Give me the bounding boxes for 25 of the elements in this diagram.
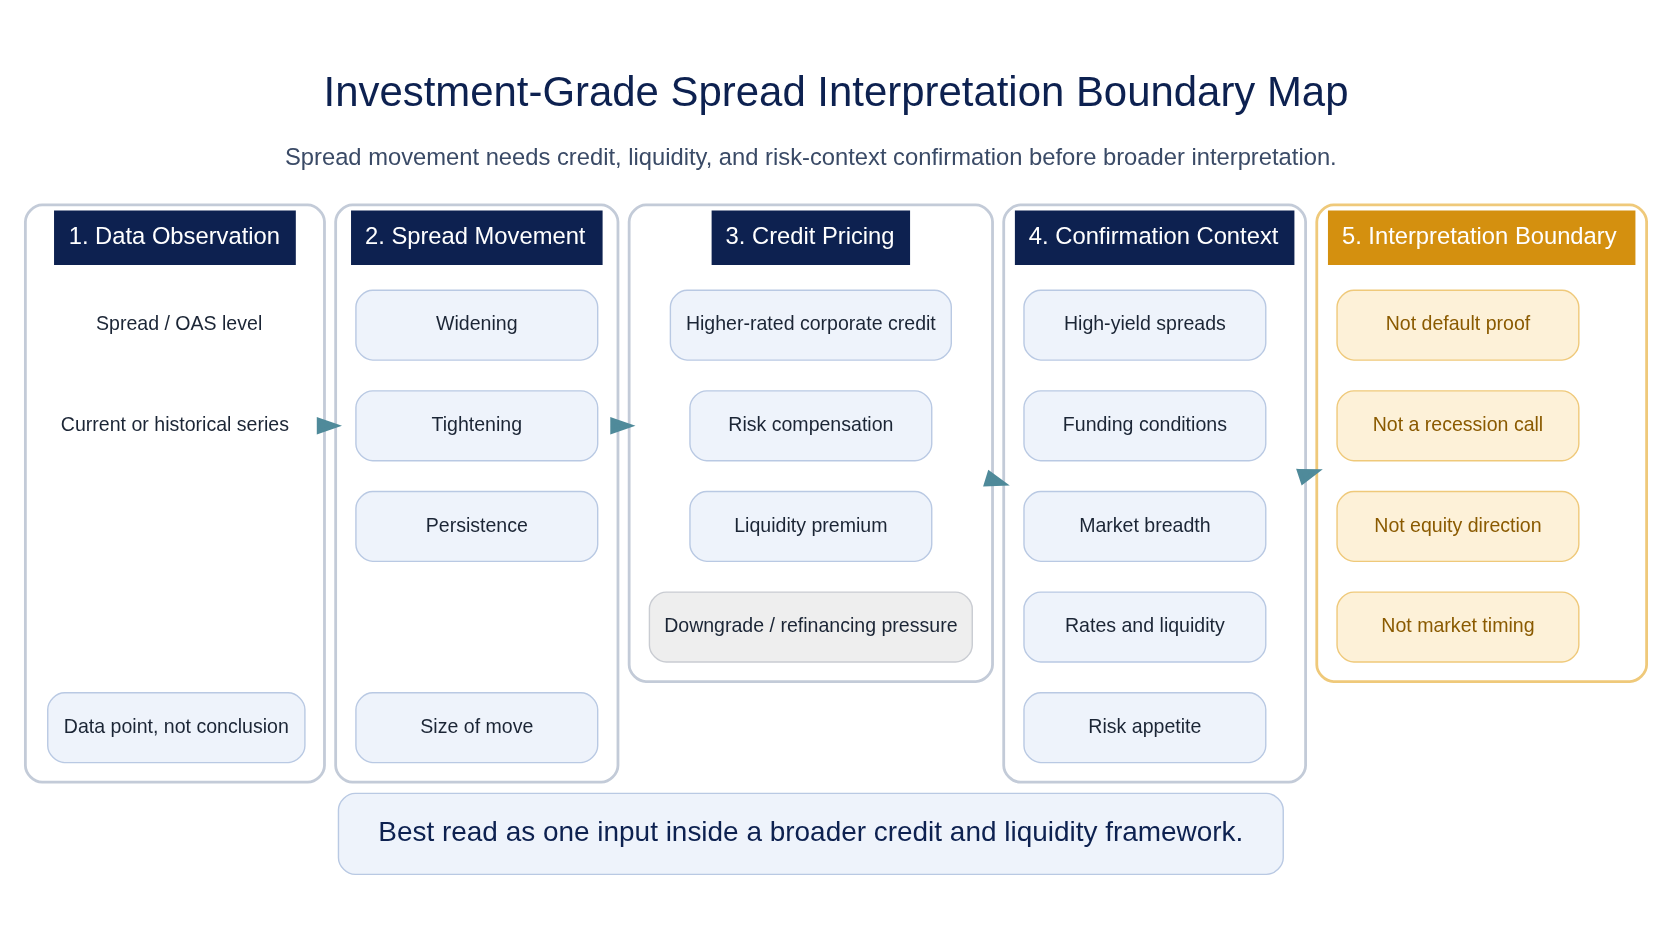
node-box: Not equity direction: [1336, 490, 1580, 563]
node-box: Funding conditions: [1023, 390, 1267, 462]
diagram-title: Investment-Grade Spread Interpretation Boundary Map: [323, 67, 1349, 115]
node-box: Best read as one input inside a broader credit and liquidity framework.: [337, 792, 1284, 876]
node-box: Not market timing: [1336, 591, 1580, 663]
node-box: Rates and liquidity: [1023, 591, 1267, 663]
node-box: Data point, not conclusion: [47, 692, 306, 764]
node-text: Current or historical series: [60, 412, 289, 435]
node-box: Downgrade / refinancing pressure: [648, 591, 973, 663]
node-box: Persistence: [355, 490, 599, 563]
label: Spread movement needs credit, liquidity, and risk-context confirmation before broader interpretation.: [284, 142, 1337, 170]
node-box: Higher-rated corporate credit: [669, 289, 952, 361]
node-box: Not default proof: [1336, 289, 1580, 361]
arrow: [316, 416, 342, 435]
node-box: Widening: [355, 289, 599, 361]
node-box: Tightening: [355, 390, 599, 462]
node-box: Size of move: [355, 692, 599, 764]
node-text: Spread / OAS level: [96, 312, 263, 335]
node-box: Market breadth: [1023, 490, 1267, 563]
node-box: Liquidity premium: [689, 490, 933, 563]
node-box: Risk compensation: [689, 390, 933, 462]
node-box: Risk appetite: [1023, 692, 1267, 764]
node-box: Not a recession call: [1336, 390, 1580, 462]
arrow: [610, 416, 636, 435]
node-box: High-yield spreads: [1023, 289, 1267, 361]
